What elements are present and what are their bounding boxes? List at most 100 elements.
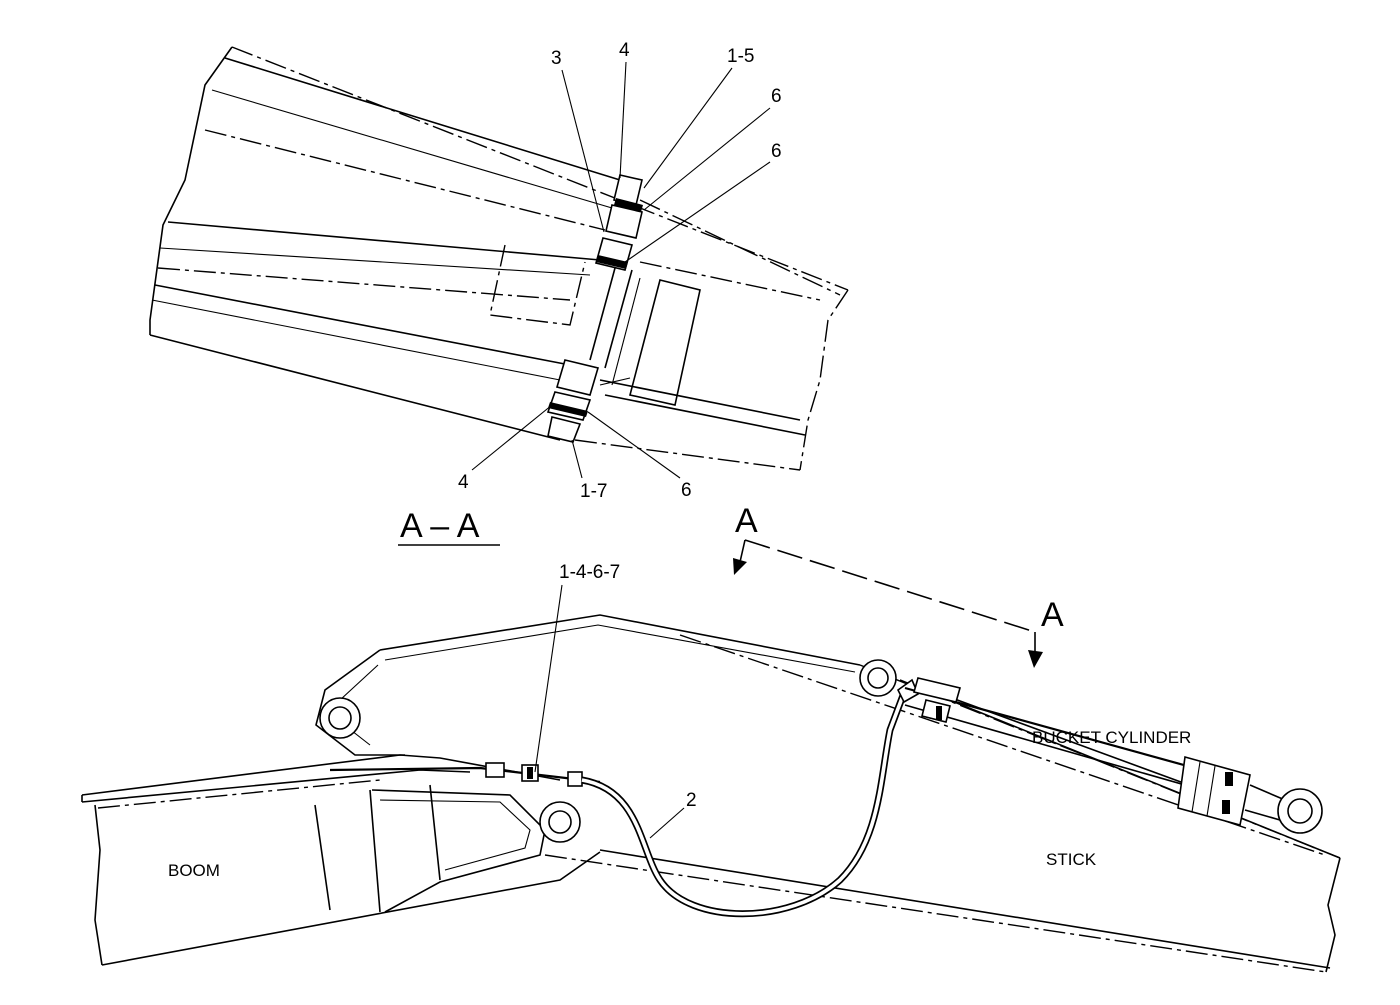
cylinder-barrel-line-2 bbox=[1206, 765, 1216, 817]
stick-bottom-edge bbox=[599, 849, 1331, 969]
detail-body-line-6 bbox=[151, 299, 561, 381]
detail-body-line-3 bbox=[167, 221, 601, 261]
detail-lower-fitting-top bbox=[555, 359, 600, 396]
boom-top-inner bbox=[81, 769, 471, 803]
detail-left-break bbox=[149, 46, 233, 335]
cylinder-fitting-seal bbox=[936, 706, 942, 720]
boom-tube-fitting-3 bbox=[567, 771, 583, 787]
detail-coupling-face-1 bbox=[589, 267, 616, 361]
section-cut-line bbox=[744, 539, 1036, 633]
detail-body-phantom-1 bbox=[204, 129, 606, 231]
leader-6-c bbox=[587, 411, 681, 479]
boom bbox=[81, 754, 601, 966]
callout-6-c: 6 bbox=[681, 480, 692, 501]
detail-coupling-line bbox=[611, 277, 641, 386]
detail-right-break bbox=[799, 289, 849, 471]
cylinder-fitting-top-1 bbox=[913, 677, 961, 703]
detail-outline-top bbox=[231, 46, 849, 291]
detail-body-phantom-2 bbox=[639, 199, 841, 296]
leader-1-5 bbox=[643, 67, 733, 189]
section-arrow-left-head bbox=[733, 558, 747, 575]
detail-coupling-sleeve bbox=[629, 279, 701, 406]
leader-2 bbox=[649, 807, 685, 839]
detail-bottom-phantom bbox=[574, 439, 801, 471]
boom-bottom-edge bbox=[101, 851, 601, 966]
detail-body-line-5 bbox=[154, 284, 571, 366]
detail-coupling-step bbox=[599, 377, 631, 386]
cylinder-seal-2 bbox=[1222, 800, 1230, 814]
bucket-cylinder-lines bbox=[904, 677, 1323, 834]
detail-inner-block bbox=[489, 244, 586, 326]
callout-6-a: 6 bbox=[771, 86, 782, 107]
leader-1-7 bbox=[571, 439, 583, 479]
detail-body-phantom-4 bbox=[639, 261, 821, 301]
hose-outer bbox=[581, 688, 909, 918]
boom-left-break bbox=[94, 804, 103, 966]
section-marker-right: A bbox=[1041, 596, 1064, 634]
detail-body-line-7 bbox=[599, 379, 801, 421]
boom-nose-plate bbox=[371, 789, 546, 913]
detail-upper-fittings bbox=[595, 174, 643, 271]
cylinder-tube-3 bbox=[929, 689, 1231, 801]
callout-6-b: 6 bbox=[771, 141, 782, 162]
detail-body-line-8 bbox=[604, 394, 806, 436]
detail-body-line-2 bbox=[211, 89, 613, 209]
stick-top-edge bbox=[379, 614, 861, 666]
callout-4-top: 4 bbox=[619, 40, 630, 61]
stick bbox=[315, 614, 1341, 973]
detail-body-phantom-3 bbox=[157, 267, 571, 301]
callout-1-5: 1-5 bbox=[727, 46, 754, 67]
stick-left-pin-inner bbox=[328, 706, 352, 730]
section-markers: A – A A A bbox=[398, 502, 1064, 668]
section-arrow-left-shaft bbox=[739, 539, 746, 563]
section-arrow-right-head bbox=[1028, 650, 1043, 668]
boom-tube-fitting-1 bbox=[485, 762, 505, 778]
detail-fitting-mid bbox=[605, 204, 643, 239]
main-assembly-view: 1-4-6-7 2 BOOM STICK BUCKET CYLINDER bbox=[81, 562, 1341, 973]
detail-coupling-face-2 bbox=[604, 269, 633, 369]
detail-lower-seal bbox=[548, 402, 588, 417]
hose-end-fitting bbox=[896, 678, 920, 704]
boom-web-line-2 bbox=[369, 789, 381, 913]
callout-2: 2 bbox=[686, 790, 697, 811]
boom-inner-phantom bbox=[97, 779, 381, 809]
detail-body-line-1 bbox=[224, 57, 621, 181]
detail-lower-fittings bbox=[546, 359, 600, 443]
detail-bottom-edge bbox=[149, 334, 561, 441]
cylinder-seal-1 bbox=[1225, 772, 1233, 786]
leader-4-top bbox=[619, 61, 627, 179]
detail-body-line-4 bbox=[159, 247, 591, 276]
cylinder-tube-2 bbox=[904, 704, 1221, 796]
cylinder-barrel-line-1 bbox=[1191, 761, 1201, 813]
boom-web-line-3 bbox=[429, 784, 441, 881]
stick-bottom-phantom bbox=[544, 854, 1327, 973]
hose-inner bbox=[581, 689, 907, 916]
leader-6-b bbox=[624, 161, 771, 263]
section-title: A – A bbox=[400, 507, 480, 545]
boom-web-line-1 bbox=[314, 804, 331, 911]
label-stick: STICK bbox=[1046, 850, 1097, 869]
cylinder-eye-inner bbox=[1287, 798, 1313, 824]
leader-6-a bbox=[643, 107, 771, 211]
stick-pin-inner bbox=[867, 667, 889, 689]
detail-view-a-a: 3 4 1-5 6 6 4 1-7 6 bbox=[149, 40, 849, 502]
callout-1-4-6-7: 1-4-6-7 bbox=[559, 562, 620, 583]
leader-3 bbox=[561, 69, 605, 233]
label-boom: BOOM bbox=[168, 861, 220, 880]
detail-seal-2 bbox=[596, 255, 628, 269]
stick-right-break bbox=[1325, 857, 1341, 973]
callout-1-7: 1-7 bbox=[580, 481, 607, 502]
leader-1-4-6-7 bbox=[534, 584, 563, 773]
boom-tube bbox=[329, 766, 601, 784]
cylinder-barrel-end bbox=[1177, 755, 1251, 826]
cylinder-tube-1 bbox=[904, 686, 1221, 777]
label-bucket-cylinder: BUCKET CYLINDER bbox=[1032, 728, 1191, 747]
stick-left-lobe bbox=[315, 649, 405, 756]
callout-3: 3 bbox=[551, 48, 562, 69]
callout-4-bottom: 4 bbox=[458, 472, 469, 493]
boom-pin-inner bbox=[548, 810, 572, 834]
section-marker-left: A bbox=[735, 502, 758, 540]
stick-top-inner bbox=[384, 624, 856, 673]
